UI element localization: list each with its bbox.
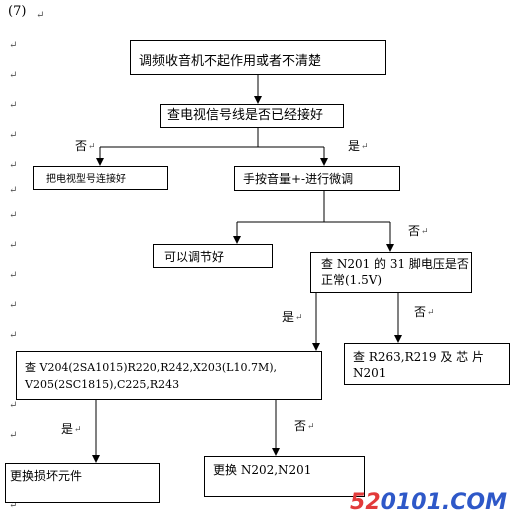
edge-label-yes: 是 [61,422,74,436]
paragraph-mark-icon: ↵ [9,40,18,51]
paragraph-mark-icon: ↵ [295,313,303,323]
node-check-voltage-line2: 正常(1.5V) [321,273,383,287]
paragraph-mark-icon: ↵ [74,425,82,435]
paragraph-mark-icon: ↵ [421,227,429,237]
edge-label-no: 否 [75,139,88,153]
paragraph-mark-icon: ↵ [9,330,18,341]
paragraph-mark-icon: ↵ [9,130,18,141]
node-check-chip-line1: 查 R263,R219 及 芯 片 [353,350,484,364]
node-replace-damaged: 更换损坏元件 [5,463,160,503]
node-check-components-line2: V205(2SC1815),C225,R243 [25,378,180,391]
watermark-part-3: .COM [441,490,507,515]
node-connect-tv-text: 把电视型号连接好 [46,174,126,185]
node-replace-ic: 更换 N202,N201 [204,456,365,497]
paragraph-mark-icon: ↵ [427,308,435,318]
node-connect-tv: 把电视型号连接好 [33,166,168,190]
edge-label-no: 否 [414,305,427,319]
node-check-components: 查 V204(2SA1015)R220,R242,X203(L10.7M), V… [16,351,322,400]
node-check-voltage-line1: 查 N201 的 31 脚电压是否 [321,257,469,271]
node-adjust-volume-text: 手按音量+-进行微调 [243,172,354,186]
node-start-text: 调频收音机不起作用或者不清楚 [139,54,322,69]
node-check-chip-line2: N201 [353,366,387,380]
node-adjust-volume: 手按音量+-进行微调 [234,166,400,191]
node-check-voltage: 查 N201 的 31 脚电压是否 正常(1.5V) [310,252,472,293]
edge-label-yes: 是 [348,139,361,153]
edge-label-yes: 是 [282,310,295,324]
watermark-logo: 520101.COM [350,490,507,515]
paragraph-mark-icon: ↵ [36,10,45,21]
edge-label-no: 否 [408,224,421,238]
figure-number: (7) [8,4,27,19]
paragraph-mark-icon: ↵ [9,430,18,441]
paragraph-mark-icon: ↵ [9,400,18,411]
node-start: 调频收音机不起作用或者不清楚 [130,40,386,75]
node-check-chip: 查 R263,R219 及 芯 片 N201 [344,343,510,385]
paragraph-mark-icon: ↵ [9,270,18,281]
paragraph-mark-icon: ↵ [9,210,18,221]
node-replace-ic-text: 更换 N202,N201 [213,463,312,477]
paragraph-mark-icon: ↵ [307,422,315,432]
paragraph-mark-icon: ↵ [361,142,369,152]
paragraph-mark-icon: ↵ [9,185,18,196]
node-adjustable-text: 可以调节好 [164,250,225,264]
node-adjustable: 可以调节好 [153,244,273,268]
paragraph-mark-icon: ↵ [9,160,18,171]
node-check-components-line1: 查 V204(2SA1015)R220,R242,X203(L10.7M), [25,361,278,374]
paragraph-mark-icon: ↵ [9,300,18,311]
paragraph-mark-icon: ↵ [9,240,18,251]
paragraph-mark-icon: ↵ [9,500,18,511]
paragraph-mark-icon: ↵ [9,70,18,81]
node-check-cable: 查电视信号线是否已经接好 [160,104,344,128]
watermark-part-2: 0101 [380,490,442,515]
node-check-cable-text: 查电视信号线是否已经接好 [167,108,324,123]
watermark-part-1: 52 [350,490,381,515]
edge-label-no: 否 [294,419,307,433]
paragraph-mark-icon: ↵ [9,100,18,111]
paragraph-mark-icon: ↵ [88,142,96,152]
node-replace-damaged-text: 更换损坏元件 [10,469,83,483]
